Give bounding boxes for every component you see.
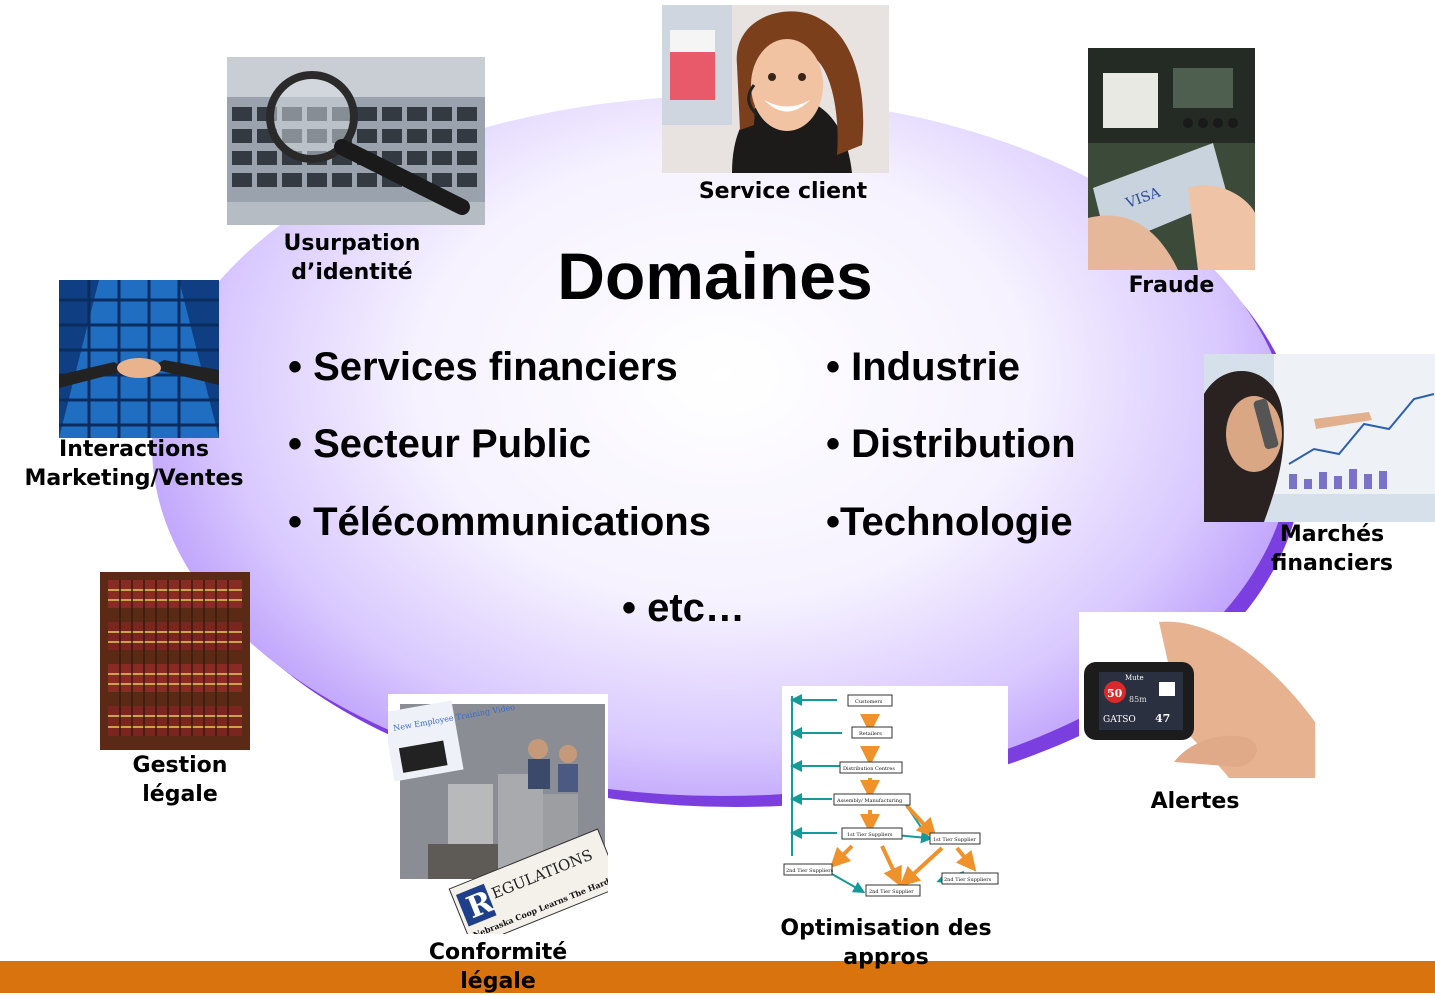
financial-markets-photo [1204,354,1435,522]
distance-value: 85m [1129,695,1147,704]
domain-item: • Secteur Public [288,422,591,466]
count-value: 47 [1155,712,1170,725]
domain-item: • Services financiers [288,345,678,389]
fraud-photo: VISA [1088,48,1255,270]
node-label: Retailers [859,731,882,737]
label-conformite-line2: légale [460,969,536,994]
node-label: Distribution Centres [843,766,895,772]
label-marches-line2: financiers [1271,551,1393,576]
label-service-client: Service client [698,179,868,204]
handshake-photo [59,280,219,438]
label-interactions-line2: Marketing/Ventes [24,466,244,491]
service-client-photo [662,5,889,173]
node-label: 2nd Tier Supplier [869,889,914,895]
regulations-photo: New Employee Training Video R EGULATIONS… [388,694,608,934]
domain-item: • Distribution [826,422,1076,466]
domain-item: • Industrie [826,345,1021,389]
label-optimisation-line1: Optimisation des [780,916,992,941]
domain-item: • Télécommunications [288,500,711,544]
label-interactions-line1: Interactions [59,437,209,462]
speed-value: 50 [1107,687,1123,700]
node-label: Assembly/ Manufacturing [836,798,903,804]
brand-value: GATSO [1103,715,1136,725]
node-label: 2nd Tier Suppliers [786,868,834,874]
diagram-title: Domaines [557,239,873,313]
footer-bar [0,961,1435,993]
label-usurpation-line1: Usurpation [283,231,421,256]
label-fraude: Fraude [1128,273,1215,298]
label-gestion-line1: Gestion [132,753,228,778]
node-label: 1st Tier Supplier [933,837,976,843]
mute-label: Mute [1125,674,1144,682]
domain-item: • etc… [622,586,745,630]
domain-item: •Technologie [826,500,1073,544]
label-marches-line1: Marchés [1279,522,1385,547]
label-alertes: Alertes [1150,789,1240,814]
label-conformite-line1: Conformité [428,940,568,965]
label-optimisation-line2: appros [843,945,929,970]
identity-theft-photo [227,57,485,225]
label-gestion-line2: légale [142,782,218,807]
supply-chain-diagram: Customers Retailers Distribution Centres… [782,686,1008,908]
node-label: 1st Tier Suppliers [847,832,893,838]
label-usurpation-line2: d’identité [291,260,413,285]
alert-device-photo: 50 85m GATSO 47 Mute [1079,612,1315,778]
node-label: 2nd Tier Suppliers [944,877,992,883]
law-books-photo [100,572,250,750]
node-label: Customers [855,699,883,705]
